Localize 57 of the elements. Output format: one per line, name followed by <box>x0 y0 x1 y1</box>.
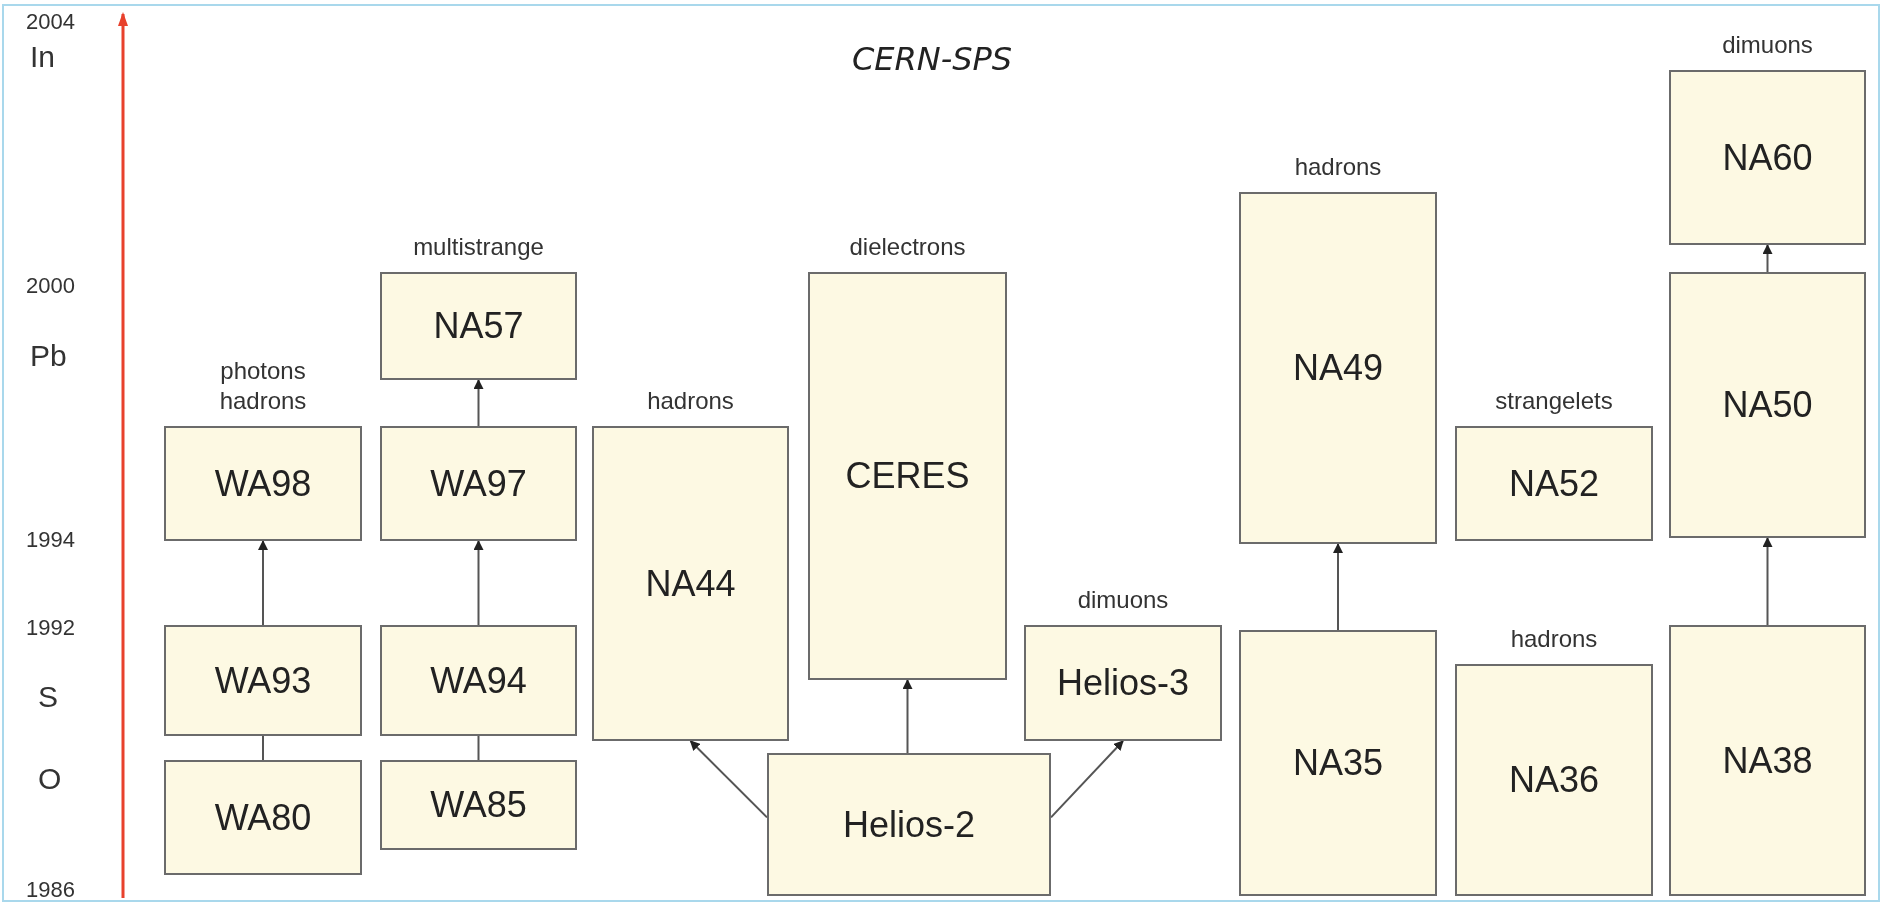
category-label: hadrons <box>1293 152 1383 182</box>
year-label: 1992 <box>26 614 75 641</box>
arrow <box>473 540 484 626</box>
experiment-name: WA85 <box>430 784 527 826</box>
experiment-box <box>164 625 362 736</box>
ion-label: Pb <box>30 339 67 373</box>
experiment-name: NA35 <box>1292 742 1384 784</box>
experiment-name: Helios-2 <box>842 803 975 846</box>
category-label: hadrons <box>646 386 735 416</box>
ion-label: O <box>38 762 62 796</box>
experiment-box <box>1239 630 1437 896</box>
experiment-name: WA97 <box>430 462 527 505</box>
experiment-name: WA93 <box>214 659 312 702</box>
experiment-name: WA94 <box>430 659 527 702</box>
experiment-name: NA52 <box>1508 462 1600 505</box>
year-label: 1994 <box>26 526 75 553</box>
experiment-box <box>767 753 1051 896</box>
arrow <box>258 540 268 626</box>
experiment-name: NA49 <box>1292 347 1384 389</box>
experiment-box <box>380 625 577 736</box>
arrow <box>473 379 484 427</box>
experiment-box <box>1669 272 1866 538</box>
experiment-name: NA60 <box>1722 136 1813 179</box>
arrow <box>1762 244 1773 273</box>
category-label: hadrons <box>1509 624 1599 654</box>
arrow <box>902 679 913 754</box>
arrow <box>689 740 768 819</box>
category-label: dielectrons <box>848 232 967 262</box>
experiment-box <box>380 426 577 541</box>
connector-line <box>477 735 480 761</box>
experiment-name: Helios-3 <box>1056 662 1189 704</box>
arrow <box>1050 740 1124 819</box>
category-label: photons hadrons <box>218 356 308 416</box>
experiment-name: NA50 <box>1722 384 1813 426</box>
ion-label: In <box>30 40 56 74</box>
year-label: 2004 <box>26 8 75 35</box>
arrow <box>1333 543 1343 631</box>
category-label: dimuons <box>1076 585 1170 615</box>
ion-label: S <box>38 680 58 714</box>
diagram-title: CERN-SPS <box>850 40 1014 78</box>
experiment-name: NA38 <box>1722 739 1813 782</box>
experiment-name: CERES <box>845 455 970 497</box>
experiment-name: WA80 <box>214 796 312 839</box>
category-label: multistrange <box>412 232 545 262</box>
experiment-name: WA98 <box>214 462 312 505</box>
experiment-box <box>380 760 577 850</box>
connector-line <box>262 735 264 761</box>
category-label: strangelets <box>1494 386 1614 416</box>
experiment-name: NA57 <box>433 305 524 347</box>
arrow <box>1762 537 1773 626</box>
experiment-box <box>1669 625 1866 896</box>
year-label: 2000 <box>26 272 75 299</box>
category-label: dimuons <box>1721 30 1814 60</box>
experiment-name: NA36 <box>1508 759 1600 801</box>
experiment-box <box>164 760 362 875</box>
year-label: 1986 <box>26 876 75 903</box>
experiment-name: NA44 <box>645 562 736 605</box>
